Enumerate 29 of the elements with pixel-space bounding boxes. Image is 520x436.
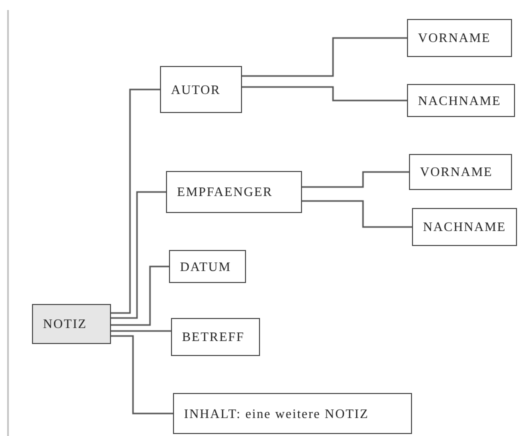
- node-label: VORNAME: [420, 164, 493, 180]
- connector-line: [302, 171, 409, 188]
- node-label: INHALT: eine weitere NOTIZ: [184, 406, 369, 422]
- attribute-box: [166, 171, 302, 213]
- attribute-box: [173, 393, 412, 434]
- node-label: DATUM: [180, 258, 232, 274]
- node-label: NACHNAME: [418, 92, 502, 108]
- attribute-box: [171, 318, 260, 356]
- attribute-box: [407, 19, 512, 57]
- entity-box: [32, 304, 111, 344]
- connector-line: [111, 330, 171, 332]
- connector-line: [111, 266, 169, 326]
- attribute-box: [409, 154, 512, 190]
- attribute-box: [412, 208, 517, 246]
- connector-line: [111, 88, 160, 314]
- node-label: AUTOR: [171, 82, 221, 98]
- attribute-box: [160, 66, 242, 113]
- connector-line: [242, 37, 407, 77]
- connector-line: [242, 86, 407, 102]
- attribute-box: [169, 250, 246, 283]
- node-label: NOTIZ: [43, 316, 87, 332]
- node-label: BETREFF: [182, 329, 245, 345]
- connector-line: [111, 335, 173, 414]
- attribute-box: [407, 84, 515, 117]
- connector-line: [111, 191, 166, 319]
- node-label: EMPFAENGER: [177, 184, 273, 200]
- node-label: VORNAME: [418, 30, 491, 46]
- node-label: NACHNAME: [423, 219, 506, 235]
- connector-line: [302, 200, 412, 228]
